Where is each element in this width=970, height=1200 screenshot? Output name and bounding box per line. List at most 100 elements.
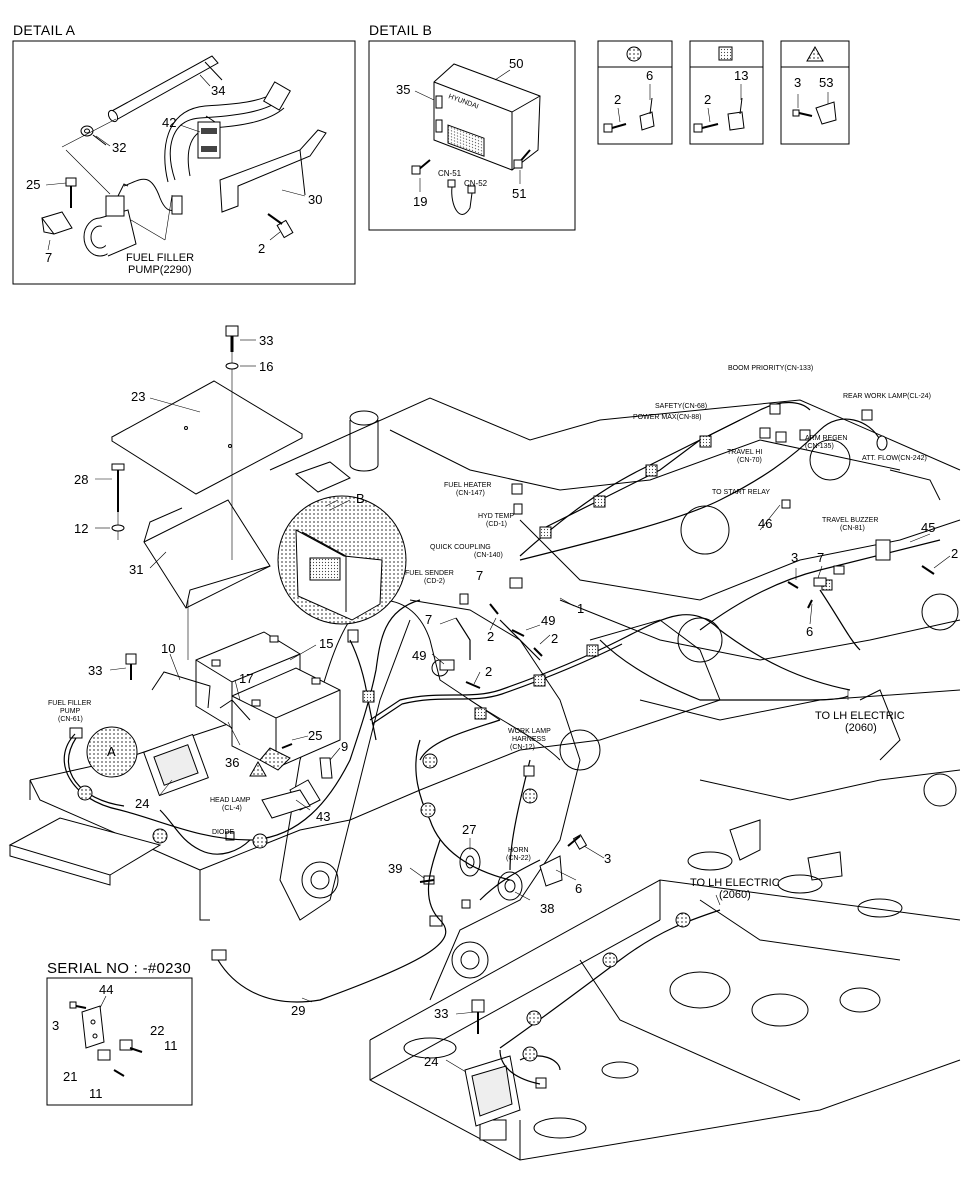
label-quick-coupling-cn: (CN-140) xyxy=(474,552,503,559)
label-to-start-relay: TO START RELAY xyxy=(712,489,770,496)
harness-markers xyxy=(77,403,891,1062)
detail-a-part-34: 34 xyxy=(211,83,225,98)
label-head-lamp: HEAD LAMP xyxy=(210,797,251,804)
detail-a-panel: 34 32 42 25 30 7 2 FUEL FILLER PUMP(2290… xyxy=(12,40,356,285)
label-boom-priority: BOOM PRIORITY(CN-133) xyxy=(728,365,813,372)
part-2-sender: 2 xyxy=(487,629,494,644)
legend-square-part-a: 2 xyxy=(704,92,711,107)
lower-frame xyxy=(369,851,961,1161)
label-quick-coupling: QUICK COUPLING xyxy=(430,544,491,551)
serial-part-3: 3 xyxy=(52,1018,59,1033)
part-49-upper: 49 xyxy=(541,613,555,628)
part-15: 15 xyxy=(319,636,333,651)
part-10: 10 xyxy=(161,641,175,656)
serial-number-title: SERIAL NO : -#0230 xyxy=(47,960,192,977)
label-head-lamp-cn: (CL-4) xyxy=(222,805,242,812)
label-arm-regen: ARM REGEN xyxy=(805,435,847,442)
callout-b: B xyxy=(356,491,365,506)
detail-a-part-30: 30 xyxy=(308,192,322,207)
label-to-lh-electric-2: TO LH ELECTRIC xyxy=(690,877,780,889)
part-23: 23 xyxy=(131,389,145,404)
part-2-lower: 2 xyxy=(485,664,492,679)
legend-square: 2 13 xyxy=(689,40,764,145)
part-31: 31 xyxy=(129,562,143,577)
part-33-lower: 33 xyxy=(434,1006,448,1021)
legend-triangle: 3 53 xyxy=(780,40,850,145)
label-travel-buzzer: TRAVEL BUZZER xyxy=(822,517,878,524)
serial-panel: 44 3 22 11 21 11 xyxy=(46,977,193,1106)
part-27: 27 xyxy=(462,822,476,837)
part-24-front: 24 xyxy=(135,796,149,811)
part-39: 39 xyxy=(388,861,402,876)
legend-square-part-b: 13 xyxy=(734,68,748,83)
part-33-top: 33 xyxy=(259,333,273,348)
label-fuel-filler-pump: FUEL FILLER xyxy=(48,700,91,707)
label-att-flow: ATT. FLOW(CN-242) xyxy=(862,455,927,462)
label-fuel-sender-cn: (CD-2) xyxy=(424,578,445,585)
detail-b-part-19: 19 xyxy=(413,194,427,209)
detail-a-pump-code: PUMP(2290) xyxy=(128,264,192,276)
part-2-right: 2 xyxy=(951,546,958,561)
legend-circle-part-a: 2 xyxy=(614,92,621,107)
label-hyd-temp: HYD TEMP xyxy=(478,513,514,520)
part-7-coupling: 7 xyxy=(476,568,483,583)
serial-part-11b: 11 xyxy=(89,1086,103,1101)
legend-triangle-part-b: 53 xyxy=(819,75,833,90)
part-3-horn: 3 xyxy=(604,851,611,866)
detail-a-part-2: 2 xyxy=(258,241,265,256)
part-3-right: 3 xyxy=(791,550,798,565)
detail-b-cn52: CN-52 xyxy=(464,179,488,188)
part-33-battery: 33 xyxy=(88,663,102,678)
legend-circle: 2 6 xyxy=(597,40,673,145)
part-25: 25 xyxy=(308,728,322,743)
label-work-lamp-2: HARNESS xyxy=(512,736,546,743)
label-to-lh-electric-2-code: (2060) xyxy=(719,889,751,901)
detail-a-pump-label: FUEL FILLER xyxy=(126,252,194,264)
detail-a-part-32: 32 xyxy=(112,140,126,155)
part-7-sender: 7 xyxy=(425,612,432,627)
callout-a: A xyxy=(107,744,116,759)
label-fuel-filler-pump-cn: (CN-61) xyxy=(58,716,83,723)
detail-b-panel: HYUNDAI CN-51 CN-52 35 50 19 51 xyxy=(368,40,576,231)
part-46: 46 xyxy=(758,516,772,531)
label-power-max: POWER MAX(CN-88) xyxy=(633,414,701,421)
label-fuel-filler-pump-2: PUMP xyxy=(60,708,81,715)
main-bolts xyxy=(125,565,935,883)
wiring-harness xyxy=(63,401,941,1085)
label-to-lh-electric-1-code: (2060) xyxy=(845,722,877,734)
detail-b-title: DETAIL B xyxy=(369,22,433,38)
label-rear-work-lamp: REAR WORK LAMP(CL-24) xyxy=(843,393,931,400)
label-horn-cn: (CN-22) xyxy=(506,855,531,862)
part-17: 17 xyxy=(239,671,253,686)
detail-b-part-50: 50 xyxy=(509,56,523,71)
detail-b-part-35: 35 xyxy=(396,82,410,97)
label-travel-hi: TRAVEL HI xyxy=(727,449,762,456)
serial-part-11a: 11 xyxy=(164,1038,178,1053)
part-36: 36 xyxy=(225,755,239,770)
part-12: 12 xyxy=(74,521,88,536)
part-43: 43 xyxy=(316,809,330,824)
part-28: 28 xyxy=(74,472,88,487)
part-6-horn: 6 xyxy=(575,881,582,896)
legend-triangle-part-a: 3 xyxy=(794,75,801,90)
label-work-lamp: WORK LAMP xyxy=(508,728,551,735)
label-to-lh-electric-1: TO LH ELECTRIC xyxy=(815,710,905,722)
label-fuel-heater: FUEL HEATER xyxy=(444,482,491,489)
label-horn: HORN xyxy=(508,847,529,854)
battery-cover xyxy=(111,325,304,660)
legend-circle-part-b: 6 xyxy=(646,68,653,83)
detail-b-part-51: 51 xyxy=(512,186,526,201)
part-38: 38 xyxy=(540,901,554,916)
part-2-upper: 2 xyxy=(551,631,558,646)
label-arm-regen-cn: (CN-135) xyxy=(805,443,834,450)
part-7-right: 7 xyxy=(817,550,824,565)
part-16: 16 xyxy=(259,359,273,374)
detail-a-part-42: 42 xyxy=(162,115,176,130)
serial-part-21: 21 xyxy=(63,1069,77,1084)
detail-a-part-7: 7 xyxy=(45,250,52,265)
detail-callouts xyxy=(86,495,407,778)
detail-a-part-25: 25 xyxy=(26,177,40,192)
detail-b-cn51: CN-51 xyxy=(438,169,462,178)
